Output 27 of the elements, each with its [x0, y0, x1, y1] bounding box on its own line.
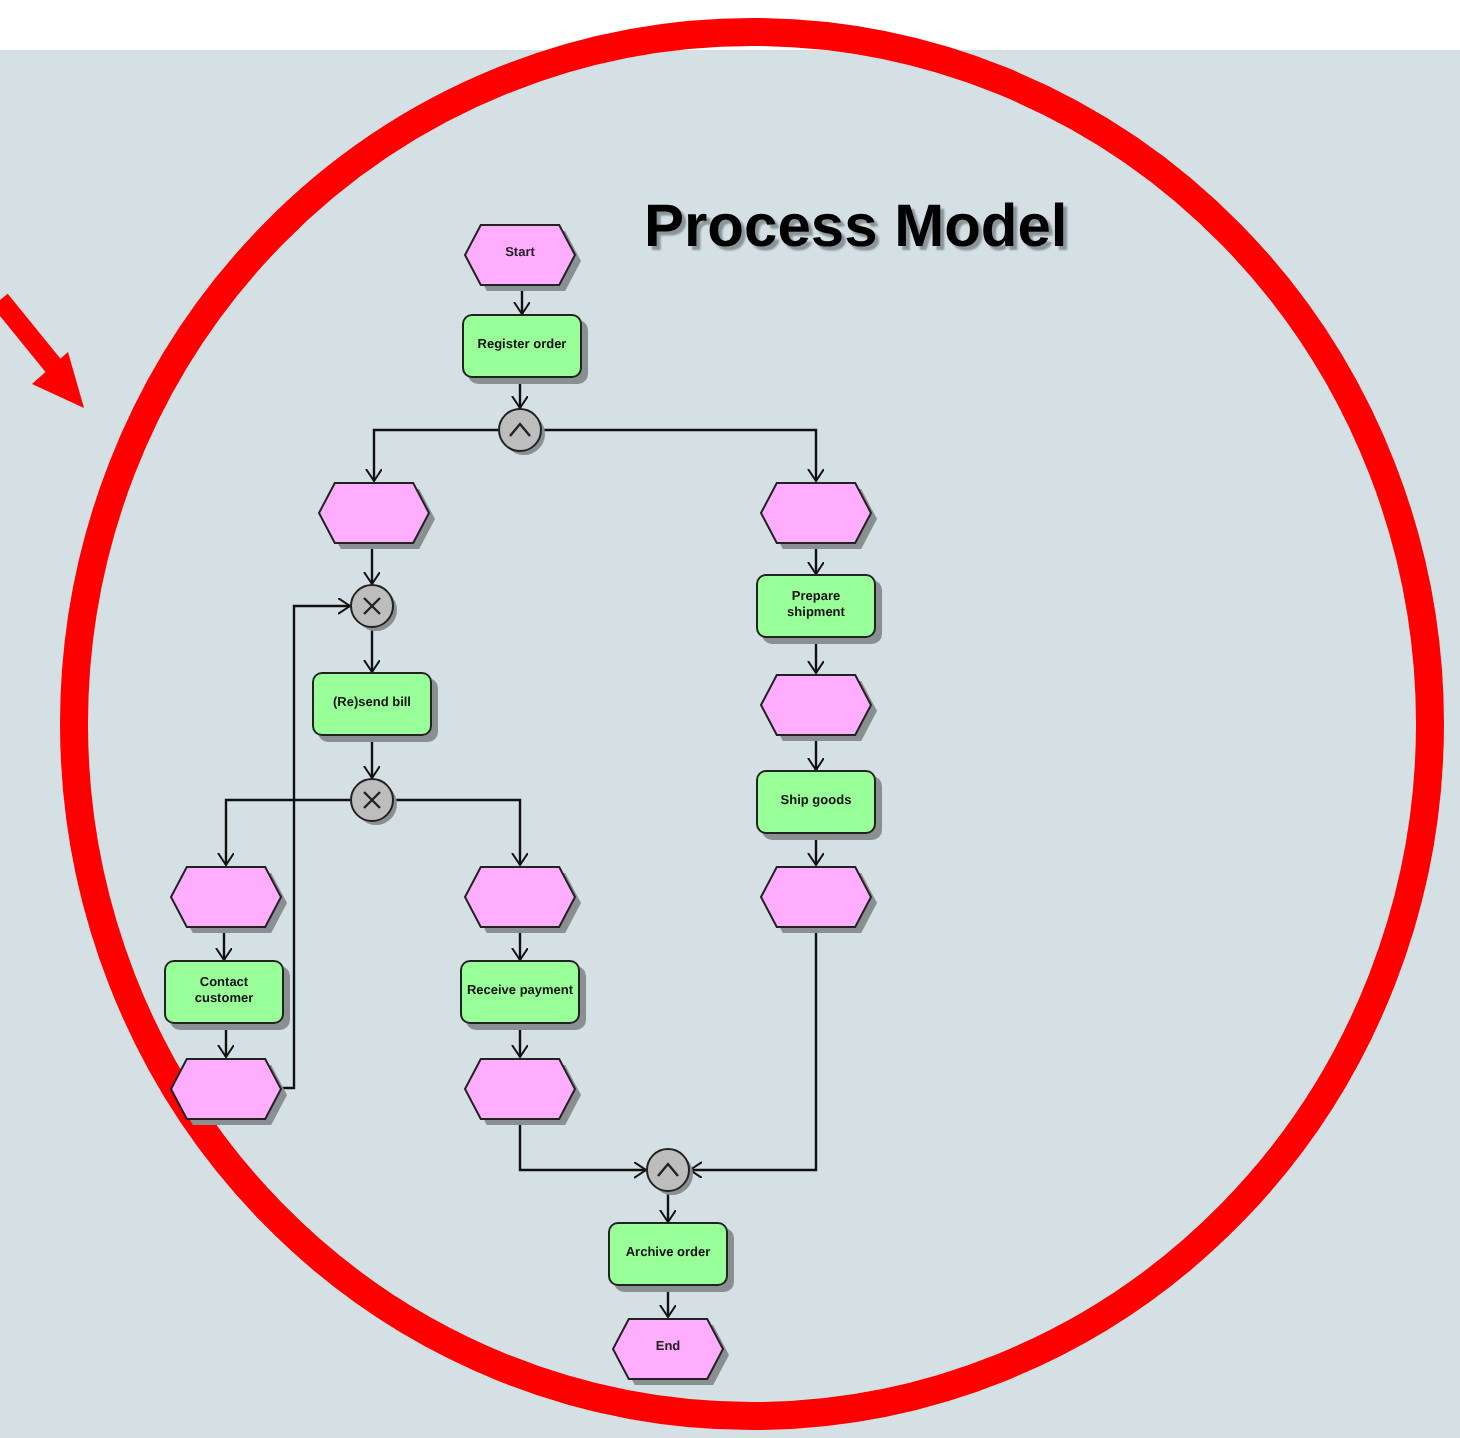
- function-box: [608, 1222, 728, 1286]
- arrow: [542, 428, 825, 482]
- diagram-title: Process Model: [644, 198, 1068, 258]
- arrow: [215, 927, 233, 961]
- arrow: [363, 628, 381, 673]
- xor-gate: [350, 778, 394, 822]
- arrow: [282, 597, 351, 1090]
- arrow: [511, 1024, 529, 1058]
- function-box: [312, 672, 432, 736]
- function-box: [756, 770, 876, 834]
- arrow: [689, 927, 818, 1179]
- arrow: [217, 1024, 235, 1058]
- arrow: [518, 1119, 647, 1179]
- arrow: [659, 1192, 677, 1223]
- arrow: [363, 736, 381, 779]
- function-box: [164, 960, 284, 1024]
- arrow: [394, 798, 529, 866]
- xor-gate: [350, 584, 394, 628]
- arrow: [217, 798, 350, 866]
- arrow: [365, 428, 498, 482]
- arrow: [511, 378, 529, 409]
- function-box: [460, 960, 580, 1024]
- arrow: [511, 927, 529, 961]
- and-gate: [646, 1148, 690, 1192]
- function-box: [756, 574, 876, 638]
- and-gate: [498, 408, 542, 452]
- function-box: [462, 314, 582, 378]
